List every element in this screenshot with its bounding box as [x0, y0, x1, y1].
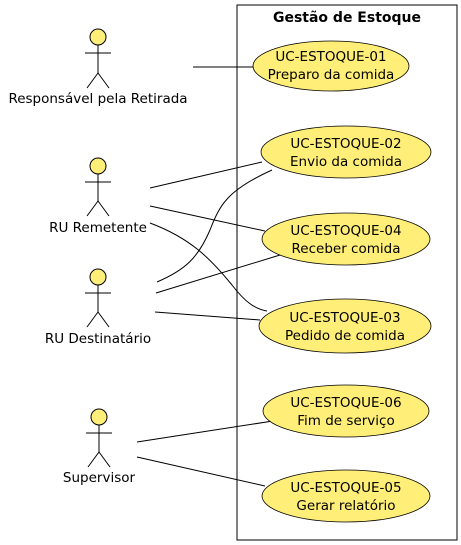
use-case-code: UC-ESTOQUE-03 [289, 310, 400, 326]
use-case-code: UC-ESTOQUE-01 [275, 49, 386, 65]
stick-figure-icon [85, 157, 111, 217]
association-supervisor-uc06 [136, 420, 274, 443]
system-title: Gestão de Estoque [273, 10, 421, 26]
actor-responsavel[interactable]: Responsável pela Retirada [8, 28, 188, 107]
use-case-code: UC-ESTOQUE-04 [290, 223, 401, 239]
use-case-name: Gerar relatório [296, 498, 395, 514]
use-case-uc06[interactable]: UC-ESTOQUE-06 Fim de serviço [262, 384, 430, 438]
stick-figure-icon [86, 408, 112, 468]
actor-supervisor[interactable]: Supervisor [63, 408, 136, 486]
association-destinatario-uc03 [154, 311, 261, 321]
association-remetente-uc03 [149, 222, 268, 312]
use-case-code: UC-ESTOQUE-02 [290, 136, 401, 152]
associations [136, 66, 281, 487]
association-supervisor-uc05 [136, 456, 266, 487]
use-case-name: Receber comida [292, 241, 401, 257]
association-remetente-uc02 [149, 161, 263, 189]
use-case-name: Fim de serviço [297, 413, 394, 429]
actor-remetente[interactable]: RU Remetente [49, 157, 147, 236]
association-destinatario-uc04 [155, 254, 281, 294]
use-case-uc01[interactable]: UC-ESTOQUE-01 Preparo da comida [252, 40, 410, 92]
system-boundary [236, 4, 458, 541]
use-case-uc04[interactable]: UC-ESTOQUE-04 Receber comida [261, 212, 431, 266]
use-case-name: Pedido de comida [285, 328, 405, 344]
use-case-code: UC-ESTOQUE-05 [290, 480, 401, 496]
actor-label: Supervisor [63, 470, 136, 486]
actor-label: RU Remetente [49, 220, 147, 236]
use-case-name: Envio da comida [290, 154, 402, 170]
stick-figure-icon [85, 268, 111, 328]
use-case-uc05[interactable]: UC-ESTOQUE-05 Gerar relatório [261, 469, 431, 523]
stick-figure-icon [85, 28, 111, 89]
association-remetente-uc04 [149, 205, 266, 232]
actor-destinatario[interactable]: RU Destinatário [45, 268, 151, 347]
use-case-uc02[interactable]: UC-ESTOQUE-02 Envio da comida [260, 125, 432, 179]
association-destinatario-uc02 [156, 169, 273, 283]
actor-label: RU Destinatário [45, 331, 151, 347]
use-case-name: Preparo da comida [268, 67, 395, 83]
actor-label: Responsável pela Retirada [8, 91, 187, 107]
use-case-uc03[interactable]: UC-ESTOQUE-03 Pedido de comida [258, 298, 432, 354]
use-case-code: UC-ESTOQUE-06 [290, 395, 401, 411]
